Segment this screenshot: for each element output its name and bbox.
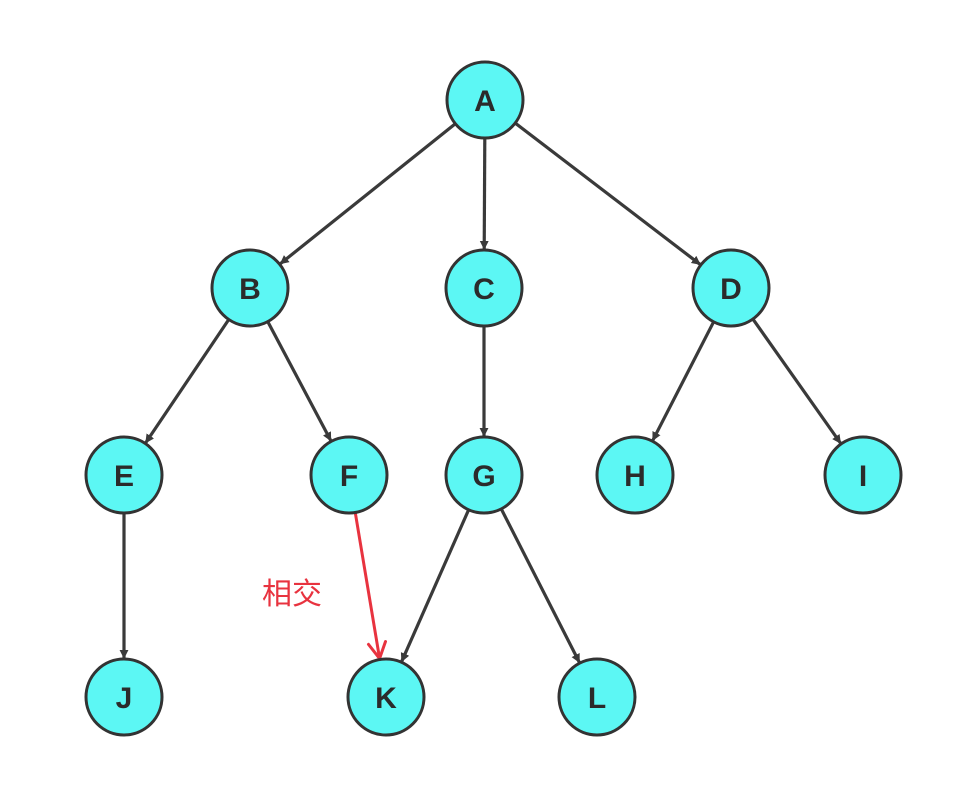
intersect-annotation: 相交 [262, 577, 322, 612]
node-c-label: C [473, 273, 495, 306]
edge-d-h [651, 321, 716, 442]
node-a: A [445, 60, 525, 140]
node-d-label: D [720, 273, 742, 306]
edges [119, 121, 842, 664]
edge-a-c [479, 137, 489, 250]
node-g-label: G [472, 460, 495, 493]
node-g: G [444, 435, 524, 515]
node-b-label: B [239, 273, 261, 306]
node-i: I [823, 435, 903, 515]
node-c: C [444, 248, 524, 328]
nodes: A B C D E F G H I J K L [84, 60, 903, 737]
node-d: D [691, 248, 771, 328]
node-j: J [84, 657, 164, 737]
edge-b-e [144, 318, 231, 444]
edge-f-k-highlight [353, 510, 388, 661]
node-k: K [346, 657, 426, 737]
node-b: B [210, 248, 290, 328]
node-f: F [309, 435, 389, 515]
node-e: E [84, 435, 164, 515]
edge-a-b [279, 122, 457, 265]
node-k-label: K [375, 682, 397, 715]
node-l-label: L [588, 682, 606, 715]
node-i-label: I [859, 460, 867, 493]
node-j-label: J [116, 682, 133, 715]
node-h: H [595, 435, 675, 515]
edge-g-k [400, 509, 471, 663]
node-e-label: E [114, 460, 134, 493]
node-h-label: H [624, 460, 646, 493]
node-f-label: F [340, 460, 358, 493]
edge-g-l [499, 508, 581, 664]
edge-d-i [751, 318, 842, 445]
edge-a-d [514, 121, 701, 266]
node-l: L [557, 657, 637, 737]
node-a-label: A [474, 85, 496, 118]
edge-b-f [266, 320, 333, 442]
